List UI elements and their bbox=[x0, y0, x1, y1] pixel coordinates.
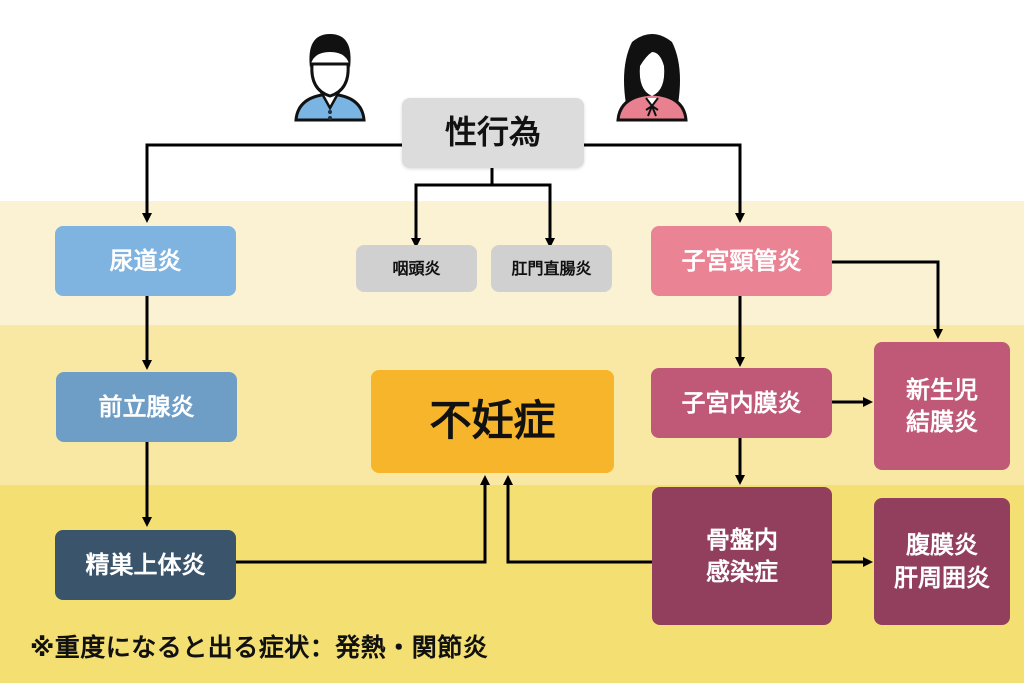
node-epididymitis-label: 精巣上体炎 bbox=[85, 550, 206, 579]
node-proctitis-label: 肛門直腸炎 bbox=[511, 258, 592, 278]
node-pelvic-infection: 骨盤内 感染症 bbox=[652, 487, 832, 625]
node-cervicitis-label: 子宮頸管炎 bbox=[681, 246, 802, 275]
female-person-icon bbox=[612, 26, 692, 124]
node-prostatitis-label: 前立腺炎 bbox=[98, 392, 195, 421]
arrow-root-to-proctitis bbox=[492, 183, 555, 248]
node-pharyngitis-label: 咽頭炎 bbox=[392, 258, 441, 278]
node-epididymitis: 精巣上体炎 bbox=[55, 530, 236, 600]
root-node-sexual-activity: 性行為 bbox=[402, 98, 584, 168]
node-pharyngitis: 咽頭炎 bbox=[356, 245, 477, 292]
node-urethritis-label: 尿道炎 bbox=[109, 246, 182, 275]
node-peritonitis-line-1: 腹膜炎 bbox=[906, 531, 978, 560]
node-peritonitis-line-2: 肝周囲炎 bbox=[894, 563, 990, 592]
node-endometritis-label: 子宮内膜炎 bbox=[681, 388, 802, 417]
node-pid-line-1: 骨盤内 bbox=[706, 525, 778, 554]
node-neonatal-line-1: 新生児 bbox=[906, 375, 978, 404]
male-person-icon bbox=[290, 28, 370, 124]
node-neonatal-line-2: 結膜炎 bbox=[906, 408, 978, 436]
severe-symptoms-note: ※重度になると出る症状：発熱・関節炎 bbox=[30, 633, 489, 662]
root-node-label: 性行為 bbox=[444, 113, 541, 152]
arrow-cervicitis-to-neonatal bbox=[832, 260, 943, 339]
node-urethritis: 尿道炎 bbox=[55, 226, 236, 296]
node-proctitis: 肛門直腸炎 bbox=[491, 245, 612, 292]
arrow-root-to-urethritis bbox=[142, 143, 402, 223]
arrow-root-to-pharyngitis bbox=[411, 168, 494, 248]
arrow-root-to-cervicitis bbox=[584, 143, 745, 223]
node-peritonitis: 腹膜炎 肝周囲炎 bbox=[874, 498, 1010, 625]
node-pid-line-2: 感染症 bbox=[706, 558, 778, 586]
arrow-pid-to-infertility bbox=[503, 475, 652, 564]
node-cervicitis: 子宮頸管炎 bbox=[651, 226, 832, 296]
node-infertility-label: 不妊症 bbox=[429, 396, 556, 446]
node-infertility: 不妊症 bbox=[371, 370, 614, 473]
arrow-epididymitis-to-infertility bbox=[236, 475, 490, 564]
node-endometritis: 子宮内膜炎 bbox=[651, 368, 832, 438]
node-prostatitis: 前立腺炎 bbox=[56, 372, 237, 442]
node-neonatal-conjunctivitis: 新生児 結膜炎 bbox=[874, 342, 1010, 470]
